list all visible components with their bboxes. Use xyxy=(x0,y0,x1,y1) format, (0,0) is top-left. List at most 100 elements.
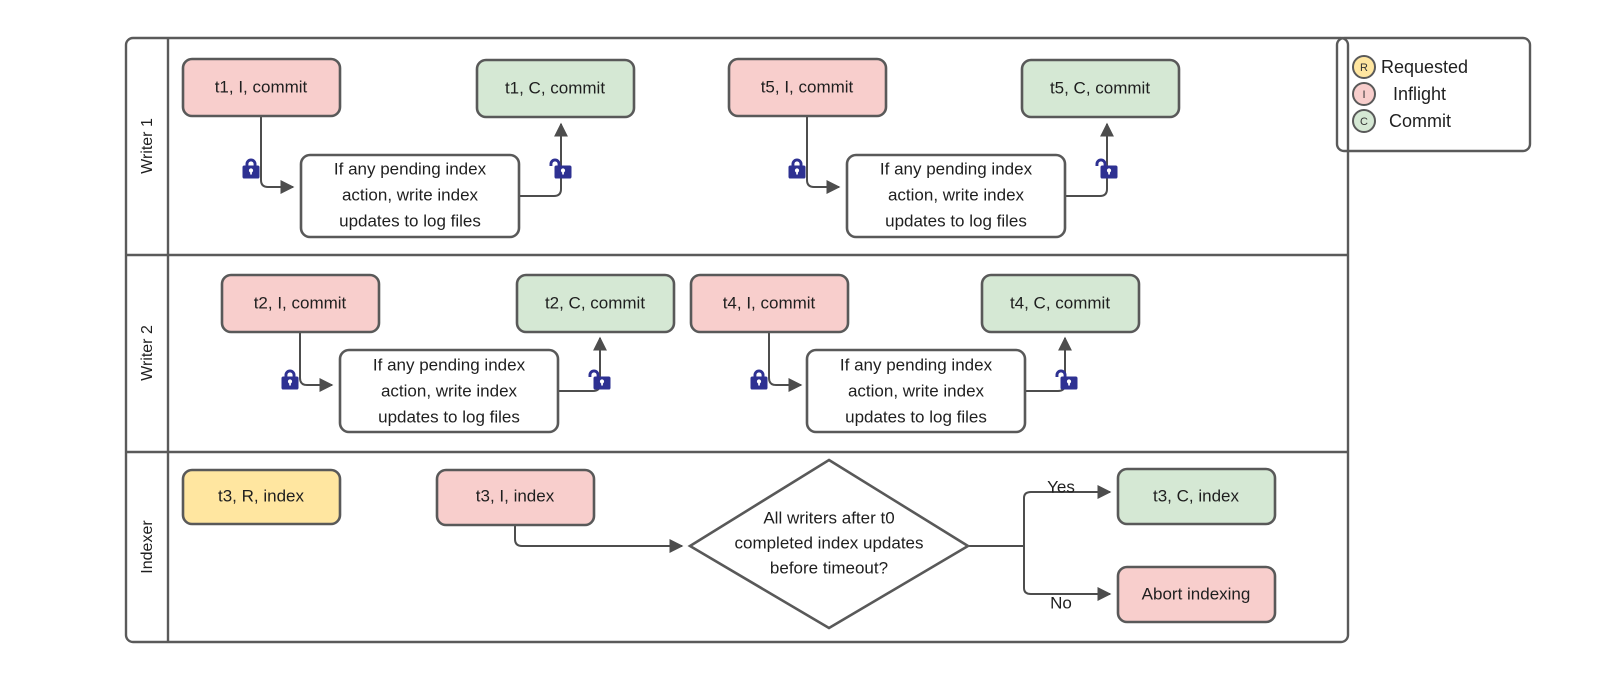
process-line-3: updates to log files xyxy=(845,407,987,426)
legend-badge-letter-inflight: I xyxy=(1362,89,1365,101)
node-w2-t4-commit[interactable]: t4, C, commit xyxy=(980,273,1141,334)
decision-line-1: All writers after t0 xyxy=(763,508,894,527)
process-w1-t1[interactable]: If any pending index action, write index… xyxy=(299,153,521,239)
legend-item-inflight: I Inflight xyxy=(1352,82,1446,106)
node-idx-t3-inflight[interactable]: t3, I, index xyxy=(435,468,596,527)
edge-decision-no-to-abort xyxy=(1023,546,1112,601)
process-line-2: action, write index xyxy=(342,185,479,204)
node-shape xyxy=(435,468,596,527)
node-idx-abort[interactable]: Abort indexing xyxy=(1116,565,1277,624)
legend-badge-letter-requested: R xyxy=(1360,62,1368,74)
edge-w2-t4-process-to-commit xyxy=(1025,336,1072,392)
node-shape xyxy=(845,153,1067,239)
node-shape xyxy=(689,273,850,334)
process-line-1: If any pending index xyxy=(840,355,993,374)
node-w1-t1-commit[interactable]: t1, C, commit xyxy=(475,58,636,119)
node-w2-t2-inflight[interactable]: t2, I, commit xyxy=(220,273,381,334)
process-line-3: updates to log files xyxy=(885,211,1027,230)
node-shape xyxy=(1116,565,1277,624)
legend-badge-letter-commit: C xyxy=(1360,116,1368,128)
process-w2-t4[interactable]: If any pending index action, write index… xyxy=(805,348,1027,434)
edge-w1-t5-process-to-commit xyxy=(1065,122,1114,197)
node-label: t4, I, commit xyxy=(723,293,816,312)
process-line-2: action, write index xyxy=(888,185,1025,204)
node-label: t3, C, index xyxy=(1153,486,1239,505)
process-w2-t2[interactable]: If any pending index action, write index… xyxy=(338,348,560,434)
edge-label-yes: Yes xyxy=(1047,477,1075,496)
connectors-indexer xyxy=(514,485,1112,601)
lock-open-icon xyxy=(1055,369,1078,390)
node-shape xyxy=(1116,467,1277,526)
node-shape xyxy=(338,348,560,434)
legend-label-inflight: Inflight xyxy=(1393,84,1446,104)
node-shape xyxy=(181,57,342,118)
edge-label-no: No xyxy=(1050,593,1072,612)
process-line-2: action, write index xyxy=(381,381,518,400)
node-shape xyxy=(1020,58,1181,119)
node-shape xyxy=(181,468,342,526)
lane-label-writer-1: Writer 1 xyxy=(139,118,156,174)
process-w1-t5[interactable]: If any pending index action, write index… xyxy=(845,153,1067,239)
edge-t3-inflight-to-decision xyxy=(514,525,684,553)
legend-item-commit: C Commit xyxy=(1352,109,1451,133)
process-line-1: If any pending index xyxy=(373,355,526,374)
legend-badge-commit xyxy=(1352,109,1376,133)
decision-line-3: before timeout? xyxy=(770,558,888,577)
node-label: t3, R, index xyxy=(218,486,304,505)
node-label: t3, I, index xyxy=(476,486,555,505)
legend: R Requested I Inflight C Commit xyxy=(1335,36,1532,153)
legend-item-requested: R Requested xyxy=(1352,55,1468,79)
node-idx-t3-commit[interactable]: t3, C, index xyxy=(1116,467,1277,526)
node-w1-t1-inflight[interactable]: t1, I, commit xyxy=(181,57,342,118)
node-w1-t5-inflight[interactable]: t5, I, commit xyxy=(727,57,888,118)
node-label: t2, I, commit xyxy=(254,293,347,312)
swimlane-outer-border xyxy=(124,36,1350,644)
node-label: Abort indexing xyxy=(1142,584,1251,603)
node-idx-t3-requested[interactable]: t3, R, index xyxy=(181,468,342,526)
process-line-3: updates to log files xyxy=(378,407,520,426)
legend-badge-inflight xyxy=(1352,82,1376,106)
legend-label-commit: Commit xyxy=(1389,111,1451,131)
node-w1-t5-commit[interactable]: t5, C, commit xyxy=(1020,58,1181,119)
lock-closed-icon xyxy=(750,369,768,390)
lock-open-icon xyxy=(588,369,611,390)
node-w2-t4-inflight[interactable]: t4, I, commit xyxy=(689,273,850,334)
edge-w1-t5-inflight-to-process xyxy=(806,116,841,194)
edge-w1-t1-process-to-commit xyxy=(519,122,568,197)
connectors-writer1-t5 xyxy=(806,116,1114,197)
node-shape xyxy=(727,57,888,118)
node-shape xyxy=(299,153,521,239)
edge-decision-yes-to-commit xyxy=(1023,485,1112,546)
lane-label-indexer: Indexer xyxy=(139,520,156,574)
node-label: t1, C, commit xyxy=(505,78,605,97)
connectors-writer1-t1 xyxy=(260,116,568,197)
node-label: t5, C, commit xyxy=(1050,78,1150,97)
process-line-3: updates to log files xyxy=(339,211,481,230)
lock-closed-icon xyxy=(788,158,806,179)
node-shape xyxy=(805,348,1027,434)
edge-w2-t4-inflight-to-process xyxy=(768,331,803,392)
node-shape xyxy=(475,58,636,119)
node-shape xyxy=(515,273,676,334)
process-line-1: If any pending index xyxy=(880,159,1033,178)
process-line-2: action, write index xyxy=(848,381,985,400)
lane-label-writer-2: Writer 2 xyxy=(139,325,156,381)
lock-open-icon xyxy=(549,158,572,179)
node-label: t5, I, commit xyxy=(761,77,854,96)
node-label: t1, I, commit xyxy=(215,77,308,96)
lock-open-icon xyxy=(1095,158,1118,179)
legend-label-requested: Requested xyxy=(1381,57,1468,77)
node-label: t4, C, commit xyxy=(1010,293,1110,312)
node-shape xyxy=(220,273,381,334)
node-shape xyxy=(980,273,1141,334)
node-label: t2, C, commit xyxy=(545,293,645,312)
node-w2-t2-commit[interactable]: t2, C, commit xyxy=(515,273,676,334)
lock-closed-icon xyxy=(242,158,260,179)
legend-border xyxy=(1335,36,1532,153)
process-line-1: If any pending index xyxy=(334,159,487,178)
lock-closed-icon xyxy=(281,369,299,390)
decision-all-writers-completed[interactable]: All writers after t0 completed index upd… xyxy=(687,458,971,630)
decision-shape xyxy=(687,458,971,630)
edge-w1-t1-inflight-to-process xyxy=(260,116,295,194)
